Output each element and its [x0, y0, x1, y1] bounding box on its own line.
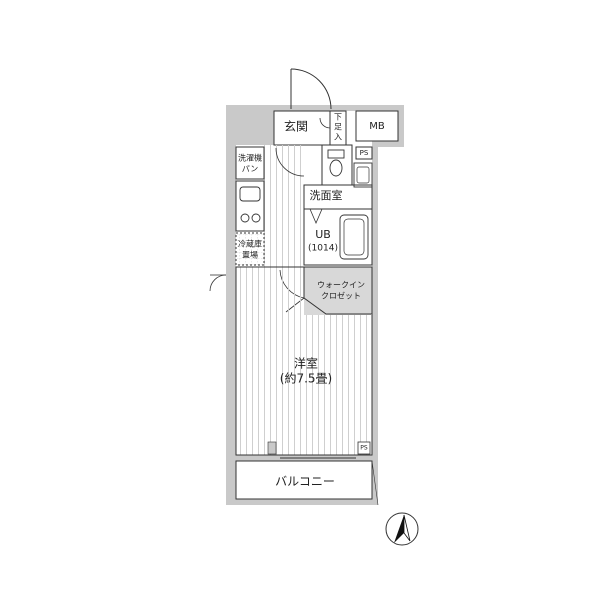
entrance-label: 玄関: [284, 119, 308, 134]
north-arrow-icon: [385, 512, 419, 546]
burner-icon: [240, 213, 250, 223]
column-icon: [267, 441, 277, 455]
shoe-storage-label-3: 入: [334, 133, 342, 142]
toilet-area: [321, 144, 353, 186]
pipe-space-bottom-label: PS: [360, 445, 368, 452]
pipe-space-bottom: [357, 441, 371, 455]
side-door: [209, 274, 227, 292]
unit-bath-label: UB: [315, 228, 331, 241]
vanity-basin-icon: [356, 166, 370, 184]
burner-icon: [251, 213, 261, 223]
kitchen-counter: [235, 180, 265, 232]
closet-text-1: ウォークイン: [317, 281, 365, 290]
washer-pan: [235, 146, 265, 180]
pipe-space-top-label: PS: [360, 149, 369, 157]
unit-bath: [303, 208, 373, 266]
western-room-label: 洋室: [294, 356, 318, 371]
closet-text-2: クロゼット: [321, 291, 361, 301]
vanity-icon: [353, 162, 373, 188]
washer-pan-label-1: 洗濯機: [238, 153, 262, 163]
fridge-space-label-2: 置場: [242, 250, 258, 260]
fridge-space: [235, 232, 265, 266]
washroom-label: 洗面室: [310, 188, 343, 202]
meter-box: [355, 110, 399, 142]
western-room-size: (約7.5畳): [280, 371, 332, 386]
hallway-floor: [264, 145, 304, 267]
pipe-space-top: [355, 146, 373, 160]
entrance-door: [290, 68, 332, 110]
toilet-tank-icon: [327, 149, 345, 159]
bathtub-icon: [339, 214, 369, 260]
sink-icon: [239, 186, 261, 202]
bathtub-inner-icon: [343, 218, 365, 256]
shoe-storage-label-1: 下: [334, 113, 342, 122]
shoe-storage-door: [319, 117, 331, 129]
washroom-door: [275, 147, 305, 177]
unit-bath-size: (1014): [308, 244, 338, 254]
balcony-label: バルコニー: [275, 475, 335, 489]
unit-bath-door: [309, 208, 323, 225]
toilet-bowl-icon: [329, 159, 343, 177]
balcony: [235, 460, 373, 500]
fridge-space-label-1: 冷蔵庫: [238, 239, 262, 249]
shoe-storage-label-2: 足: [334, 123, 342, 132]
washer-pan-label-2: パン: [242, 165, 258, 174]
meter-box-label: MB: [369, 121, 385, 132]
